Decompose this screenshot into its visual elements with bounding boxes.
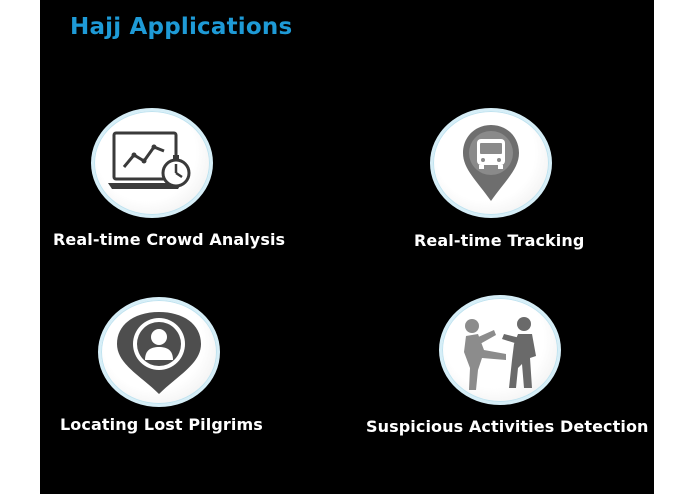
laptop-chart-stopwatch-icon (108, 131, 191, 189)
tracking-icon-circle (430, 108, 552, 218)
slide: Hajj Applications Real-time Crowd Analys… (40, 0, 654, 494)
lost-pilgrims-icon-circle (98, 297, 220, 407)
person-location-pin-icon (117, 312, 201, 394)
fighting-people-icon (464, 317, 536, 390)
suspicious-activities-icon-circle (439, 295, 561, 405)
bus-location-pin-icon (463, 125, 519, 201)
crowd-analysis-icon-circle (91, 108, 213, 218)
app-label-crowd-analysis: Real-time Crowd Analysis (53, 230, 286, 249)
app-label-tracking: Real-time Tracking (414, 231, 585, 250)
app-label-suspicious-activities: Suspicious Activities Detection (366, 417, 649, 436)
slide-title: Hajj Applications (70, 14, 293, 40)
app-label-lost-pilgrims: Locating Lost Pilgrims (60, 415, 263, 434)
